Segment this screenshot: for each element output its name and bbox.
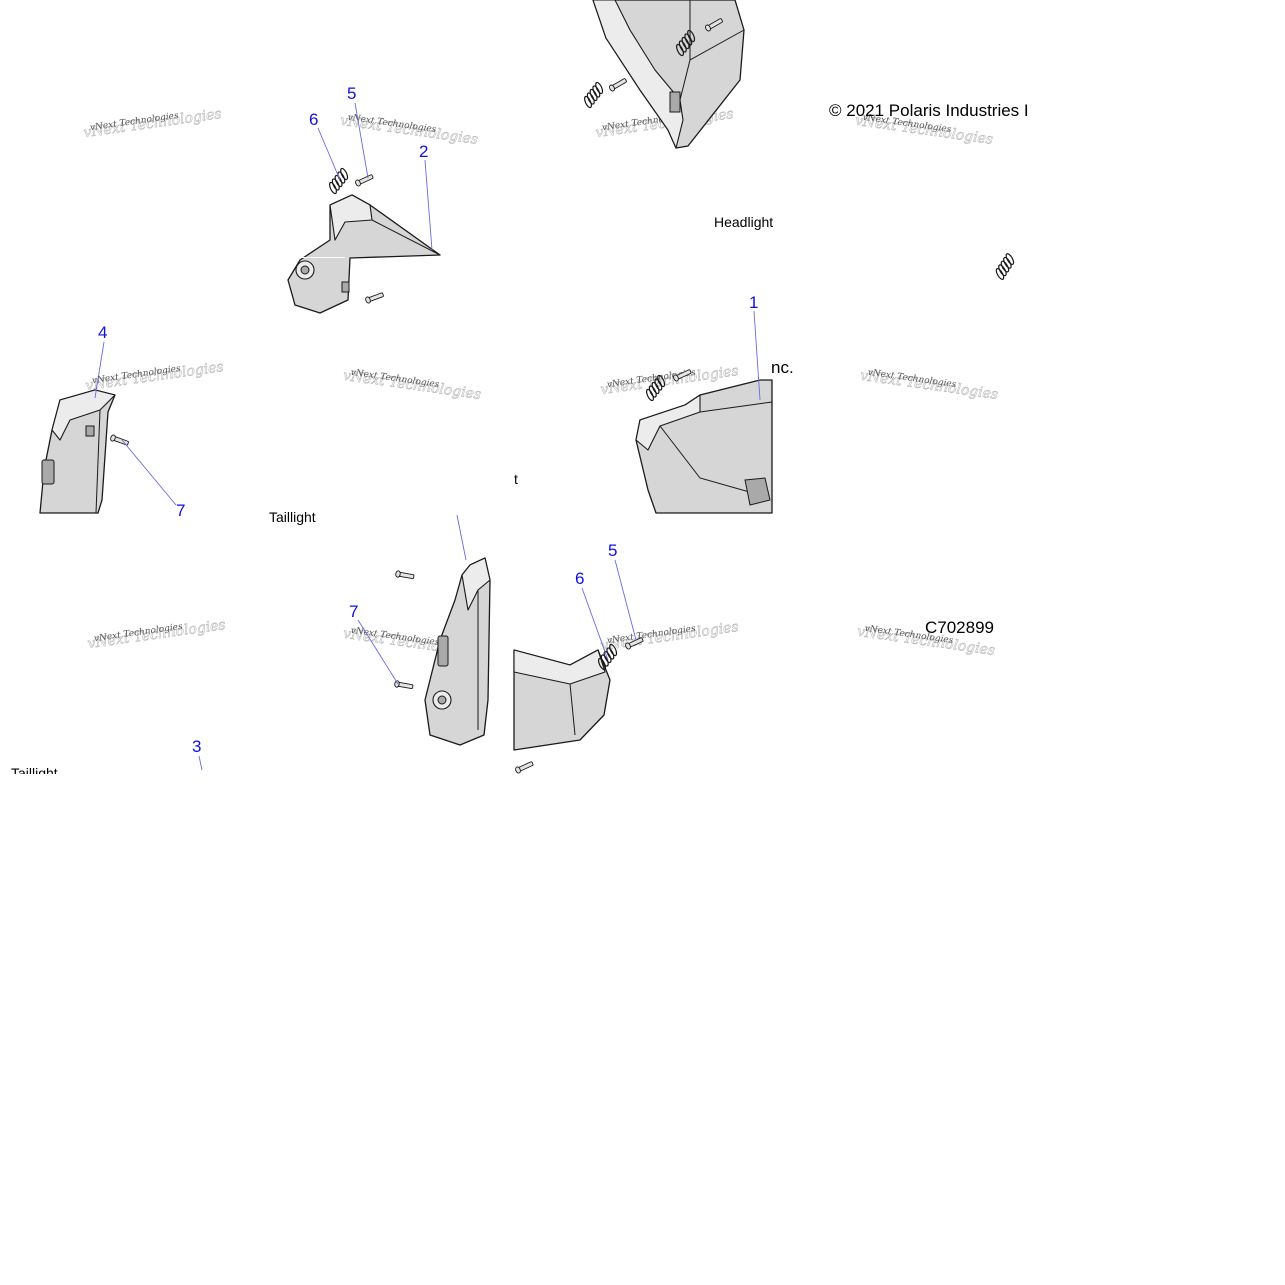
headlight-assembly-right — [635, 367, 773, 514]
copyright-tail: nc. — [771, 358, 794, 377]
callout-5: 5 — [608, 541, 617, 560]
label-taillight: Taillight — [269, 509, 316, 525]
callout-6: 6 — [575, 569, 584, 588]
watermark: vNext Technologies vNext Technologies — [84, 359, 225, 395]
label-fragment: t — [514, 471, 518, 487]
headlight-assembly — [285, 166, 441, 314]
callout-7: 7 — [349, 602, 358, 621]
callout-3: 3 — [192, 737, 201, 756]
watermark: vNext Technologies vNext Technologies — [82, 106, 223, 142]
watermark-layer: vNext Technologies vNext Technologies vN… — [82, 106, 1000, 662]
callout-7: 7 — [176, 501, 185, 520]
callout-4: 4 — [98, 323, 107, 342]
copyright-text: © 2021 Polaris Industries I — [829, 101, 1029, 120]
headlight-housing-top — [579, 0, 745, 149]
watermark: vNext Technologies vNext Technologies — [86, 617, 227, 653]
label-clip: Taillight — [11, 765, 58, 781]
headlight-assembly-lower — [513, 635, 645, 775]
callout-5: 5 — [347, 84, 356, 103]
watermark: vNext Technologies vNext Technologies — [342, 367, 483, 403]
spring-loose — [990, 252, 1020, 282]
taillight-assembly-left — [39, 389, 130, 514]
callout-2: 2 — [419, 142, 428, 161]
leader-lines — [94, 102, 761, 771]
watermark: vNext Technologies vNext Technologies — [859, 367, 1000, 403]
callout-6: 6 — [309, 110, 318, 129]
label-taillight: Taillight — [11, 765, 58, 781]
callout-1: 1 — [749, 293, 758, 312]
watermark: vNext Technologies vNext Technologies — [599, 619, 740, 655]
callout-numbers: 5 6 2 1 4 7 7 5 6 3 — [98, 84, 758, 756]
blank-region — [0, 775, 1285, 1285]
label-headlight: Headlight — [714, 214, 773, 230]
part-code: C702899 — [925, 618, 994, 637]
taillight-assembly-center — [393, 557, 491, 746]
